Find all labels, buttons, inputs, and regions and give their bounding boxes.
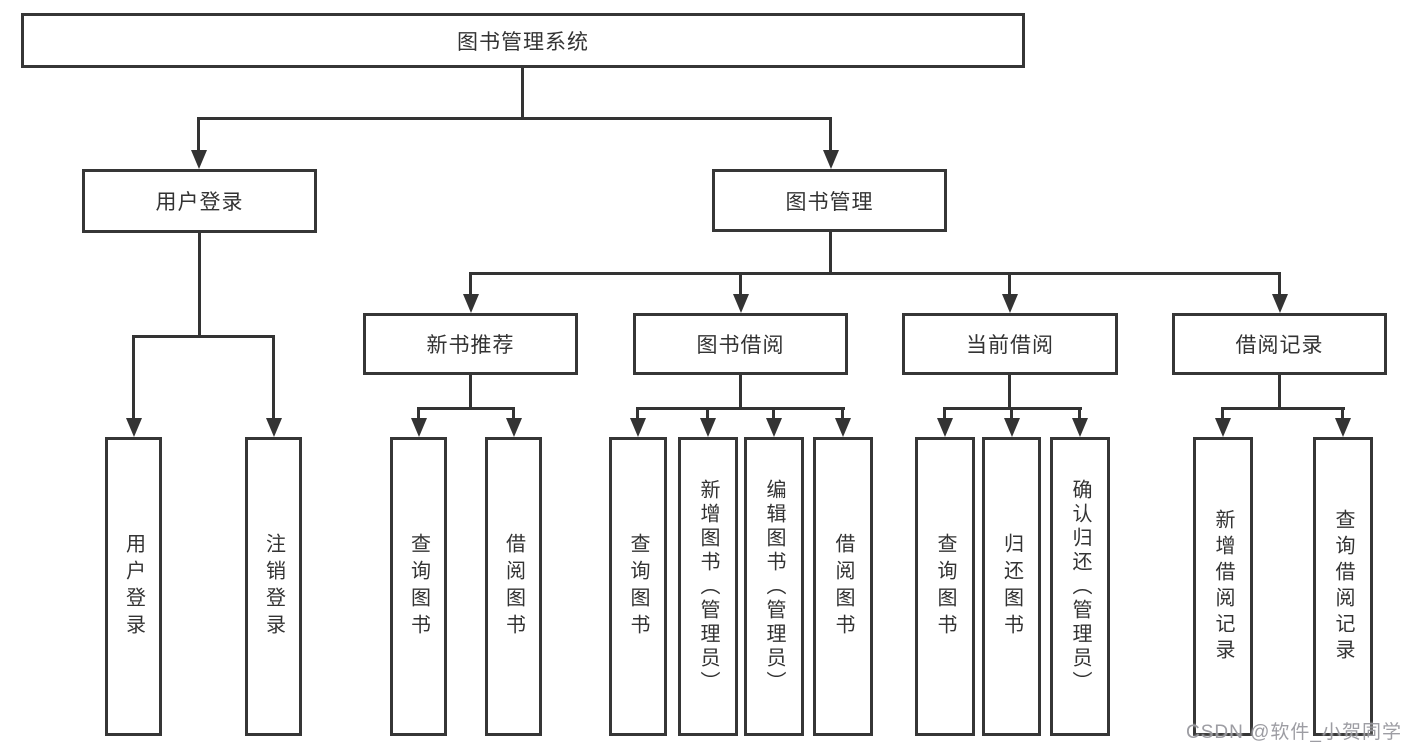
arrowhead-down-icon bbox=[1272, 294, 1288, 313]
node-label: 新增借阅记录 bbox=[1212, 508, 1234, 665]
connector-line bbox=[772, 407, 775, 421]
connector-line bbox=[417, 407, 420, 421]
node-label: 编辑图书（管理员） bbox=[763, 478, 785, 695]
leaf-add-borrow-record: 新增借阅记录 bbox=[1193, 437, 1253, 736]
connector-line bbox=[197, 117, 832, 120]
node-label: 新增图书（管理员） bbox=[697, 478, 719, 695]
arrowhead-down-icon bbox=[1215, 418, 1231, 437]
leaf-logout: 注销登录 bbox=[245, 437, 302, 736]
node-book-management: 图书管理 bbox=[712, 169, 947, 232]
leaf-return-books: 归还图书 bbox=[982, 437, 1041, 736]
node-label: 借阅图书 bbox=[502, 532, 525, 641]
arrowhead-down-icon bbox=[506, 418, 522, 437]
connector-line bbox=[829, 232, 832, 272]
node-label: 用户登录 bbox=[122, 532, 145, 641]
arrowhead-down-icon bbox=[411, 418, 427, 437]
connector-line bbox=[1341, 407, 1344, 421]
node-label: 查询图书 bbox=[934, 532, 956, 641]
leaf-add-books-admin: 新增图书（管理员） bbox=[678, 437, 738, 736]
connector-line bbox=[829, 117, 832, 154]
node-label: 借阅记录 bbox=[1235, 334, 1324, 357]
connector-line bbox=[706, 407, 709, 421]
node-label: 用户登录 bbox=[155, 191, 244, 214]
node-label: 借阅图书 bbox=[832, 532, 854, 641]
arrowhead-down-icon bbox=[766, 418, 782, 437]
arrowhead-down-icon bbox=[1335, 418, 1351, 437]
arrowhead-down-icon bbox=[700, 418, 716, 437]
leaf-edit-books-admin: 编辑图书（管理员） bbox=[744, 437, 804, 736]
connector-line bbox=[198, 233, 201, 335]
connector-line bbox=[1010, 407, 1013, 421]
node-label: 注销登录 bbox=[262, 532, 285, 641]
node-label: 查询图书 bbox=[407, 532, 430, 641]
node-current-borrow: 当前借阅 bbox=[902, 313, 1118, 375]
connector-line bbox=[636, 407, 845, 410]
arrowhead-down-icon bbox=[266, 418, 282, 437]
node-user-login: 用户登录 bbox=[82, 169, 317, 233]
node-borrow-records: 借阅记录 bbox=[1172, 313, 1387, 375]
arrowhead-down-icon bbox=[1002, 294, 1018, 313]
connector-line bbox=[132, 335, 135, 420]
node-label: 确认归还（管理员） bbox=[1069, 478, 1091, 695]
connector-line bbox=[1008, 375, 1011, 407]
connector-line bbox=[1008, 272, 1011, 296]
arrowhead-down-icon bbox=[835, 418, 851, 437]
leaf-borrow-books-recommend: 借阅图书 bbox=[485, 437, 542, 736]
leaf-borrow-books: 借阅图书 bbox=[813, 437, 873, 736]
leaf-user-login: 用户登录 bbox=[105, 437, 162, 736]
connector-line bbox=[739, 272, 742, 296]
arrowhead-down-icon bbox=[191, 150, 207, 169]
connector-line bbox=[272, 335, 275, 420]
leaf-query-borrow-record: 查询借阅记录 bbox=[1313, 437, 1373, 736]
node-label: 查询图书 bbox=[627, 532, 649, 641]
arrowhead-down-icon bbox=[126, 418, 142, 437]
leaf-query-books-recommend: 查询图书 bbox=[390, 437, 447, 736]
connector-line bbox=[636, 407, 639, 421]
node-label: 查询借阅记录 bbox=[1332, 508, 1354, 665]
connector-line bbox=[469, 272, 1281, 275]
node-label: 当前借阅 bbox=[966, 334, 1054, 357]
connector-line bbox=[197, 117, 200, 154]
node-new-book-recommend: 新书推荐 bbox=[363, 313, 578, 375]
connector-line bbox=[512, 407, 515, 421]
connector-line bbox=[1278, 375, 1281, 407]
connector-line bbox=[1221, 407, 1345, 410]
leaf-query-books-current: 查询图书 bbox=[915, 437, 975, 736]
arrowhead-down-icon bbox=[630, 418, 646, 437]
leaf-query-books-borrow: 查询图书 bbox=[609, 437, 667, 736]
connector-line bbox=[132, 335, 275, 338]
connector-line bbox=[739, 375, 742, 407]
arrowhead-down-icon bbox=[1004, 418, 1020, 437]
connector-line bbox=[1278, 272, 1281, 296]
connector-line bbox=[1221, 407, 1224, 421]
csdn-watermark: CSDN @软件_小贺同学 bbox=[1186, 722, 1402, 743]
node-label: 归还图书 bbox=[1000, 532, 1023, 641]
node-book-borrow: 图书借阅 bbox=[633, 313, 848, 375]
arrowhead-down-icon bbox=[733, 294, 749, 313]
connector-line bbox=[1078, 407, 1081, 421]
connector-line bbox=[417, 407, 515, 410]
connector-line bbox=[469, 272, 472, 296]
arrowhead-down-icon bbox=[937, 418, 953, 437]
connector-line bbox=[841, 407, 844, 421]
arrowhead-down-icon bbox=[823, 150, 839, 169]
node-label: 图书管理系统 bbox=[457, 30, 589, 54]
connector-line bbox=[469, 375, 472, 407]
node-label: 新书推荐 bbox=[426, 334, 515, 357]
connector-line bbox=[521, 68, 524, 117]
node-root: 图书管理系统 bbox=[21, 13, 1025, 68]
arrowhead-down-icon bbox=[463, 294, 479, 313]
connector-line bbox=[943, 407, 946, 421]
arrowhead-down-icon bbox=[1072, 418, 1088, 437]
leaf-confirm-return-admin: 确认归还（管理员） bbox=[1050, 437, 1110, 736]
node-label: 图书借阅 bbox=[696, 334, 785, 357]
node-label: 图书管理 bbox=[785, 190, 874, 214]
